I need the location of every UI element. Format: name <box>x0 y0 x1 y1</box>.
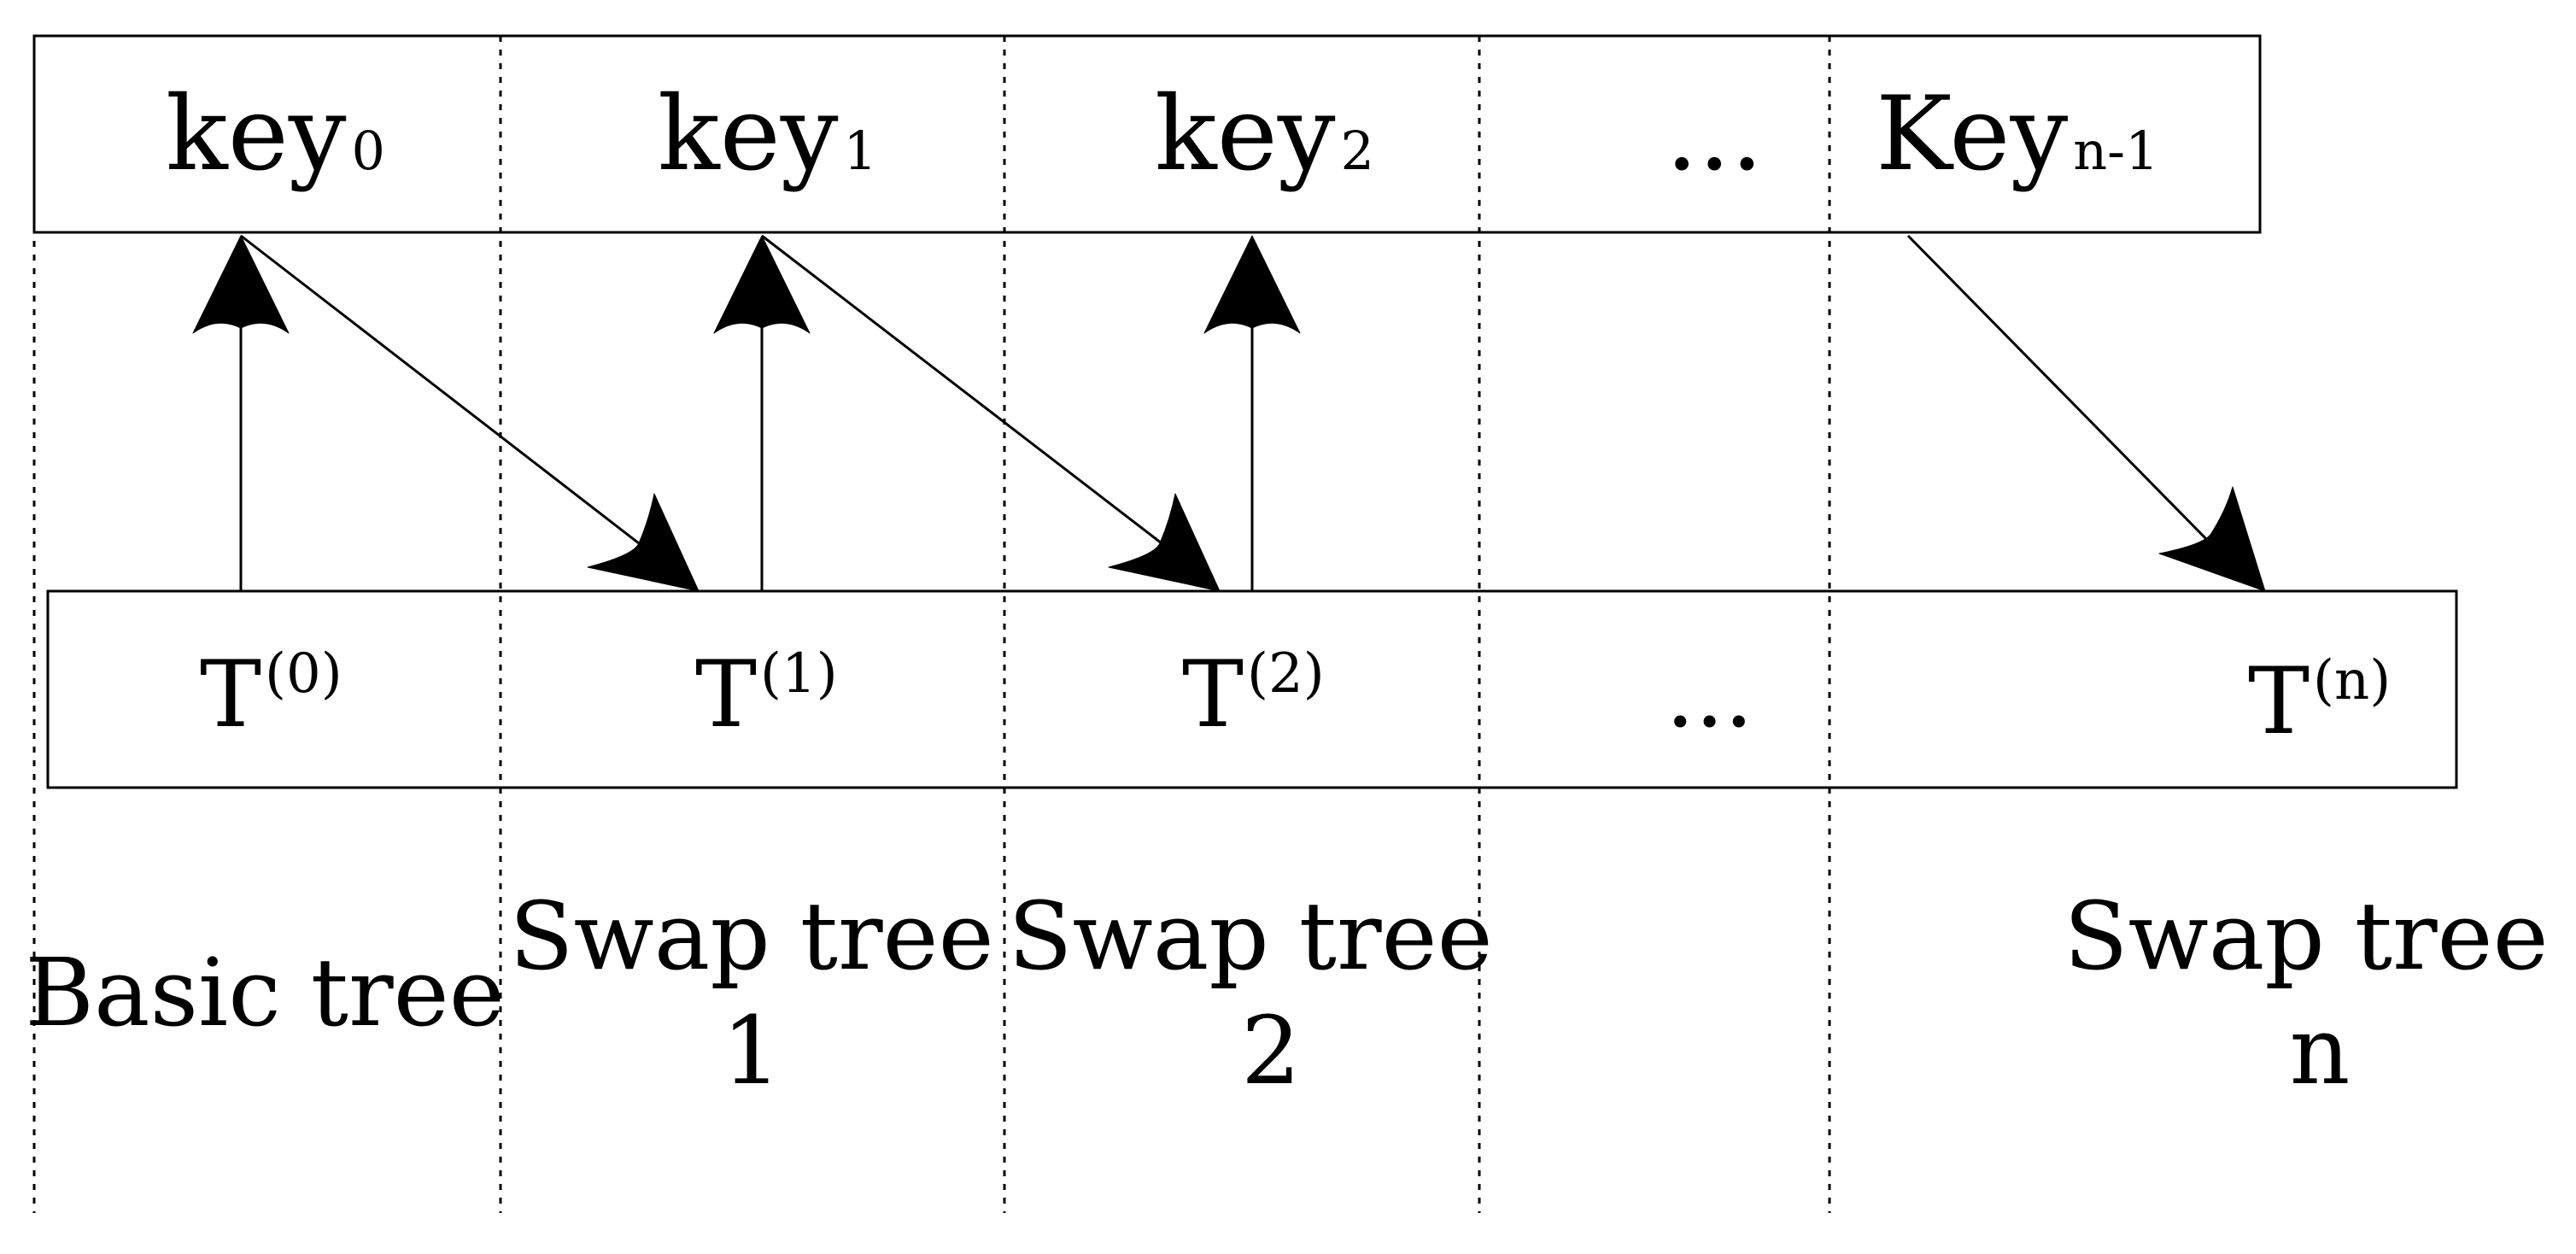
arrowhead-down-t2 <box>1108 493 1221 592</box>
arrow-key0-to-t1 <box>240 234 640 545</box>
caption-swap-tree-2-line1: Swap tree <box>1008 882 1492 991</box>
tree-1-label: T(1) <box>695 642 838 748</box>
key-ellipsis-label: ... <box>1666 75 1763 194</box>
arrowhead-up-key0 <box>192 235 290 334</box>
key-1-label: key1 <box>658 75 877 194</box>
arrowhead-down-t1 <box>587 493 700 592</box>
tree-n-label: T(n) <box>2248 648 2391 755</box>
key-n-minus-1-label: Keyn-1 <box>1876 75 2159 194</box>
tree-array-box <box>46 589 2458 789</box>
arrowhead-down-tn <box>2158 486 2266 592</box>
caption-swap-tree-n-line1: Swap tree <box>2064 882 2548 991</box>
key-array-box <box>32 34 2262 234</box>
tree-ellipsis-label: ... <box>1666 642 1753 748</box>
arrowhead-up-key2 <box>1203 235 1301 334</box>
caption-basic-tree: Basic tree <box>25 938 505 1047</box>
caption-swap-tree-2-line2: 2 <box>1241 996 1301 1105</box>
key-0-label: key0 <box>166 75 385 194</box>
arrow-key1-to-t2 <box>761 234 1162 545</box>
arrow-keyn1-to-tn <box>1906 234 2212 545</box>
tree-0-label: T(0) <box>200 642 342 748</box>
key-2-label: key2 <box>1155 75 1374 194</box>
caption-swap-tree-n-line2: n <box>2290 996 2351 1105</box>
tree-2-label: T(2) <box>1182 642 1325 748</box>
caption-swap-tree-1-line2: 1 <box>722 996 782 1105</box>
arrowhead-up-key1 <box>713 235 811 334</box>
caption-swap-tree-1-line1: Swap tree <box>509 882 993 991</box>
